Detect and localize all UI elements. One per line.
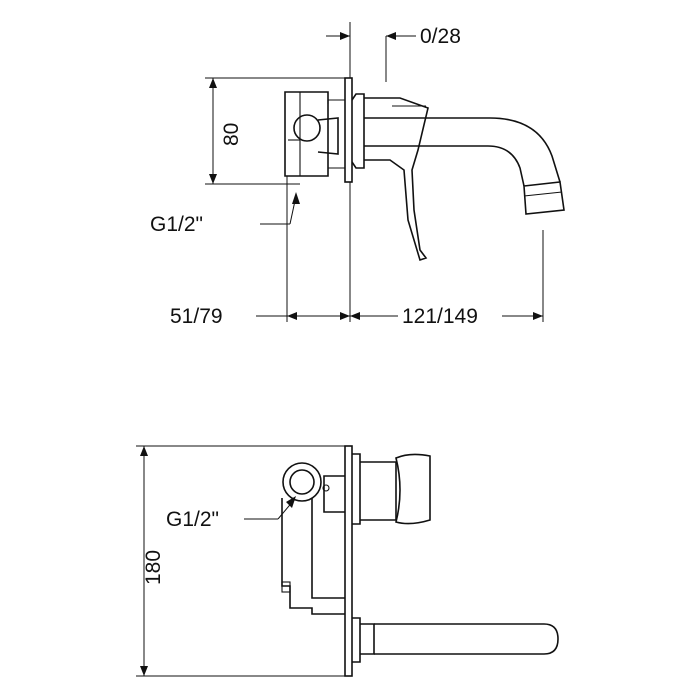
extension-lines	[205, 22, 544, 322]
front-view: 180 G1/2"	[136, 445, 559, 677]
thread-callout-side: G1/2"	[150, 192, 300, 236]
dim-label-spout-reach: 121/149	[402, 305, 478, 328]
front-spout	[352, 617, 559, 663]
cartridge-knob	[293, 100, 339, 155]
dim-label-top-offset: 0/28	[420, 25, 461, 48]
concealed-body	[284, 91, 345, 177]
dim-label-height-front: 180	[142, 550, 165, 585]
thread-label-side: G1/2"	[150, 213, 203, 236]
dim-label-height-side: 80	[220, 123, 243, 146]
side-view: 0/28 80 G1/2" 51/79 121/149	[150, 22, 565, 328]
front-concealed-body	[281, 475, 345, 615]
front-lever	[395, 453, 431, 525]
thread-label-front: G1/2"	[166, 508, 219, 531]
dimension-height-front: 180	[140, 446, 165, 676]
front-inlet	[282, 462, 330, 502]
rosette	[351, 93, 365, 169]
dimension-height-side: 80	[209, 78, 243, 184]
spout	[364, 117, 565, 215]
dimension-depths: 51/79 121/149	[170, 302, 543, 328]
dim-label-body-depth: 51/79	[170, 305, 223, 328]
thread-callout-front: G1/2"	[166, 496, 296, 531]
lever-handle	[364, 97, 429, 262]
dimension-top-offset: 0/28	[326, 25, 461, 48]
front-rosette	[352, 453, 397, 525]
wall-plate	[344, 77, 353, 183]
front-wall-plate	[344, 445, 353, 677]
